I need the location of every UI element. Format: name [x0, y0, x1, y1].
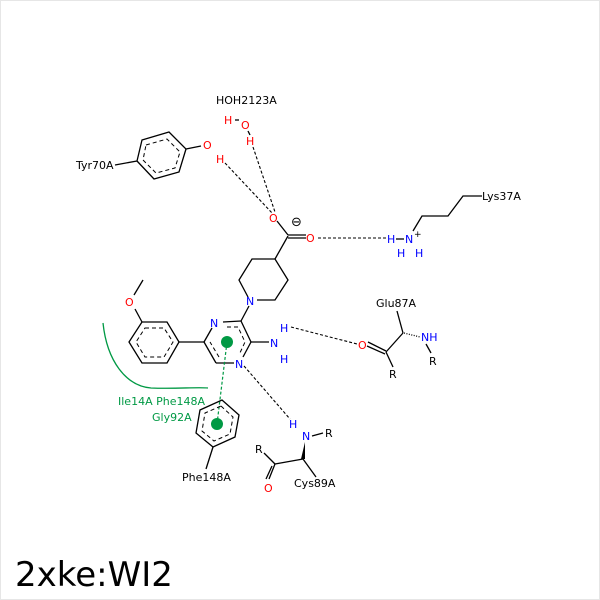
cys-h: H	[289, 418, 297, 431]
methoxy-oxygen: O	[125, 296, 134, 309]
glu-label: Glu87A	[376, 297, 417, 310]
page-title: 2xke:WI2	[15, 555, 173, 595]
water-label: HOH2123A	[216, 94, 277, 107]
glu-oxygen: O	[358, 339, 367, 352]
pi-center-phe	[211, 418, 223, 430]
cys-oxygen: O	[264, 482, 273, 495]
pyrazine-n1: N	[210, 317, 218, 330]
tyr-hydrogen: H	[216, 153, 224, 166]
cys-r1: R	[325, 427, 333, 440]
water-oxygen: O	[241, 119, 250, 132]
carboxylate-oxygen-2: O	[306, 232, 315, 245]
amine-nitrogen: N	[270, 337, 278, 350]
hbond-tyr	[224, 162, 274, 215]
lys-label: Lys37A	[482, 190, 521, 203]
water-h1: H	[224, 114, 232, 127]
water-h2: H	[246, 135, 254, 148]
phe-label: Phe148A	[182, 471, 231, 484]
cys-label: Cys89A	[294, 477, 336, 490]
cys-nitrogen: N	[302, 430, 310, 443]
hbond-cys	[243, 365, 291, 420]
pi-center-ligand	[221, 336, 233, 348]
amine-h2: H	[280, 353, 288, 366]
phe-ring	[195, 399, 240, 470]
pyrazine-n4: N	[235, 358, 243, 371]
hydrophobic-contact-arc	[102, 322, 209, 389]
piperidine-nitrogen: N	[246, 295, 254, 308]
hydrophobic-label-2: Gly92A	[152, 411, 192, 424]
hydrophobic-label-1: Ile14A Phe148A	[118, 395, 205, 408]
lys-h3: H	[415, 247, 423, 260]
lys-nitrogen: N	[405, 233, 413, 246]
tyr-label: Tyr70A	[75, 159, 114, 172]
glu-r2: R	[389, 368, 397, 381]
tyr-oxygen: O	[203, 139, 212, 152]
pi-stacking-line	[216, 341, 228, 425]
amine-h1: H	[280, 322, 288, 335]
hbond-glu	[290, 326, 358, 345]
tyr-ring	[114, 131, 202, 180]
positive-charge-icon: +	[414, 230, 422, 240]
lys-h: H	[387, 233, 395, 246]
hbond-water	[252, 146, 276, 213]
cys-r2: R	[255, 443, 263, 456]
carboxylate-oxygen-1: O	[269, 212, 278, 225]
methoxyphenyl-ring	[128, 279, 204, 364]
glu-r1: R	[429, 355, 437, 368]
glu-nh: NH	[421, 331, 438, 344]
negative-charge-icon: ⊖	[291, 215, 302, 230]
lys-h2: H	[397, 247, 405, 260]
